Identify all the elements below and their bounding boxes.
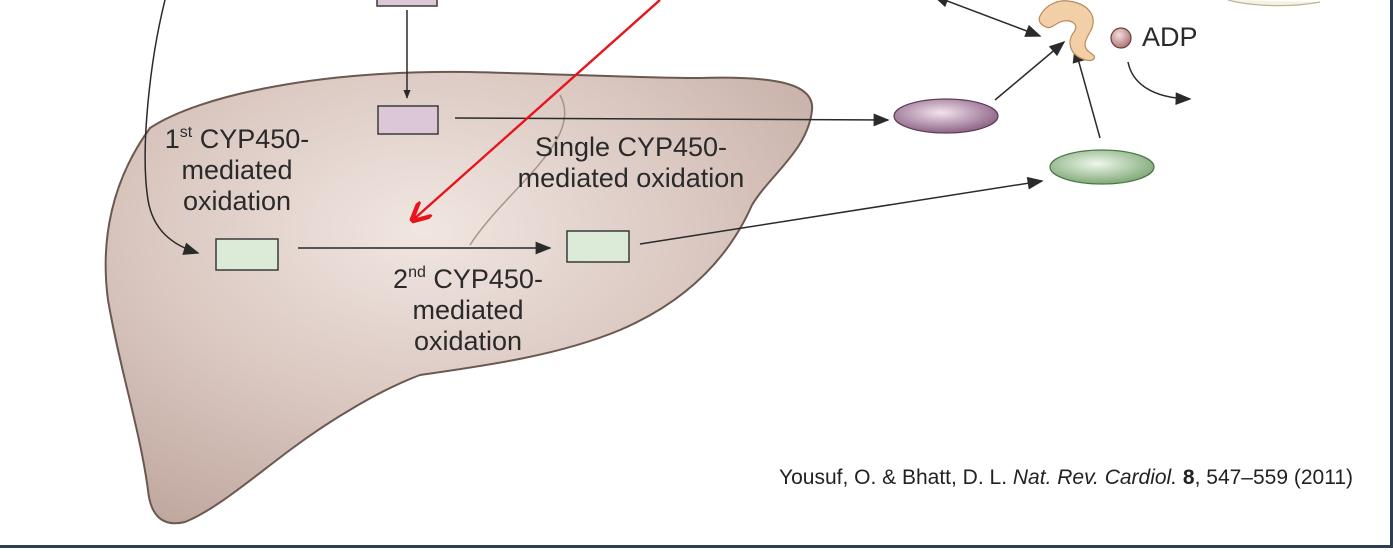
p2y12-receptor-icon	[1038, 0, 1096, 62]
inactive-metabolite-ellipse	[893, 98, 999, 134]
arrow-curve-out	[1127, 61, 1192, 106]
first-oxidation-label: 1st CYP450- mediated oxidation	[150, 124, 324, 217]
intermediate-metabolite-box	[215, 238, 279, 271]
first-oxidation-line3: oxidation	[182, 186, 292, 216]
second-oxidation-line2: mediated	[412, 295, 524, 325]
annotation-arrow	[414, 0, 661, 219]
single-oxidation-line1: Single CYP450-	[534, 132, 728, 162]
prodrug-box-top	[376, 0, 438, 7]
active-metabolite-box	[566, 230, 630, 263]
arrow-green-ellipse-to-receptor	[1072, 46, 1101, 139]
adp-label: ADP	[1142, 22, 1198, 52]
platelet-edge	[1227, 0, 1321, 7]
first-oxidation-line1: 1st CYP450-	[164, 124, 310, 154]
second-oxidation-line3: oxidation	[413, 326, 523, 356]
arrow-left-curve-to-green	[144, 0, 200, 255]
arrow-purple-to-receptor	[994, 40, 1066, 101]
second-oxidation-label: 2nd CYP450- mediated oxidation	[378, 264, 558, 357]
single-oxidation-line2: mediated oxidation	[517, 163, 745, 193]
prodrug-box	[377, 105, 439, 135]
adp-molecule-icon	[1110, 27, 1132, 49]
arrow-bidirectional-top	[932, 0, 1042, 37]
single-oxidation-label: Single CYP450- mediated oxidation	[490, 132, 772, 194]
right-divider	[1390, 0, 1393, 548]
active-metabolite-ellipse	[1049, 149, 1155, 185]
first-oxidation-line2: mediated	[181, 155, 293, 185]
liver-lobe-fold	[469, 94, 566, 246]
citation: Yousuf, O. & Bhatt, D. L. Nat. Rev. Card…	[779, 466, 1353, 489]
bottom-divider	[0, 545, 1393, 548]
second-oxidation-line1: 2nd CYP450-	[393, 264, 543, 294]
arrow-green-box-to-green-ellipse	[639, 176, 1044, 245]
